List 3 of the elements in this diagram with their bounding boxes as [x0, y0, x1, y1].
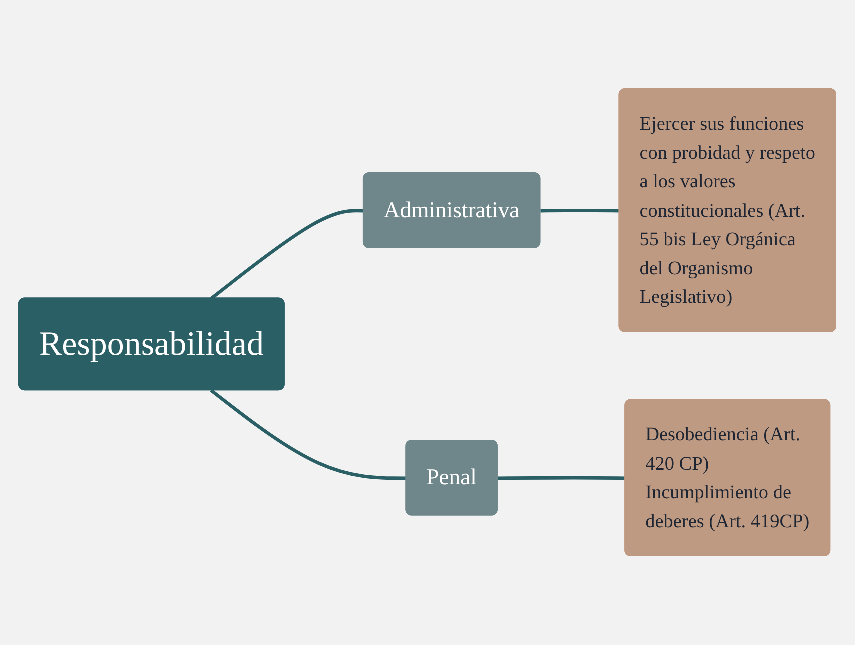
- connector: [540, 208, 620, 213]
- connector: [210, 389, 407, 480]
- connector: [498, 476, 626, 480]
